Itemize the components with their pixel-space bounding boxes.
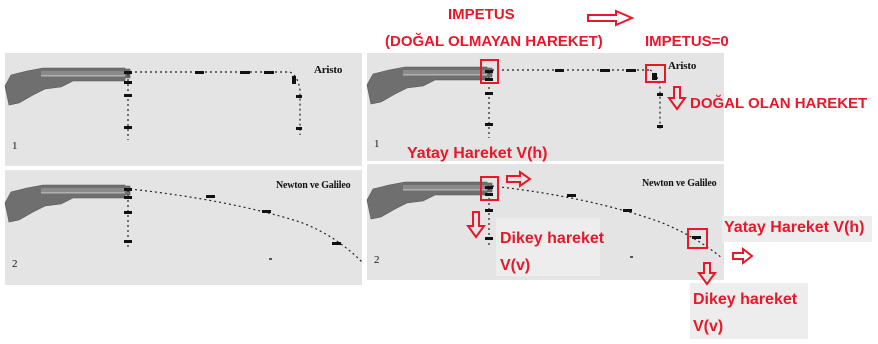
arrow-down-icon-dikey-1 (466, 211, 486, 239)
annotation-dikey-2-line1: Dikey hareket (693, 291, 798, 308)
panel-number-aristo-right: 1 (374, 138, 380, 150)
annotation-impetus: IMPETUS (448, 6, 515, 23)
arrow-right-icon-yatay-1 (506, 170, 532, 188)
arrow-down-icon-dogal-olan (667, 86, 687, 111)
annotation-yatay-1: Yatay Hareket V(h) (407, 145, 548, 162)
horizontal-start-highlight-box (480, 176, 499, 201)
impetus-zero-highlight-box (645, 64, 666, 83)
annotation-dogal-olmayan: (DOĞAL OLMAYAN HAREKET) (385, 33, 603, 50)
arrow-right-icon-yatay-2 (732, 246, 754, 266)
panel-number-aristo-left: 1 (12, 140, 18, 152)
aristo-left-scene (4, 67, 302, 140)
annotation-dogal-olan: DOĞAL OLAN HAREKET (690, 95, 868, 112)
arrow-down-icon-dikey-2 (697, 262, 717, 286)
aristo-right-scene (366, 59, 666, 138)
annotation-dikey-1-line1: Dikey hareket (500, 230, 605, 247)
panel-number-galileo-left: 2 (12, 258, 18, 270)
panel-title-aristo-right: Aristo (668, 60, 697, 72)
panel-title-aristo-left: Aristo (314, 64, 343, 76)
later-position-highlight-box (687, 228, 708, 249)
impetus-highlight-box (480, 59, 499, 84)
galileo-right-scene (366, 176, 723, 259)
panel-title-galileo-left: Newton ve Galileo (276, 180, 351, 191)
galileo-left-scene (4, 184, 363, 263)
annotation-dikey-2-line2: V(v) (693, 318, 724, 335)
panel-title-galileo-right: Newton ve Galileo (642, 178, 717, 189)
annotation-impetus-zero: IMPETUS=0 (645, 33, 729, 50)
label-box-yatay-2 (722, 216, 872, 242)
annotation-yatay-2: Yatay Hareket V(h) (724, 219, 865, 236)
label-box-dikey-2 (690, 283, 808, 339)
arrow-right-icon-impetus (587, 9, 635, 27)
label-box-dikey-1 (496, 218, 600, 276)
annotation-dikey-1-line2: V(v) (500, 257, 531, 274)
panel-number-galileo-right: 2 (374, 254, 380, 266)
